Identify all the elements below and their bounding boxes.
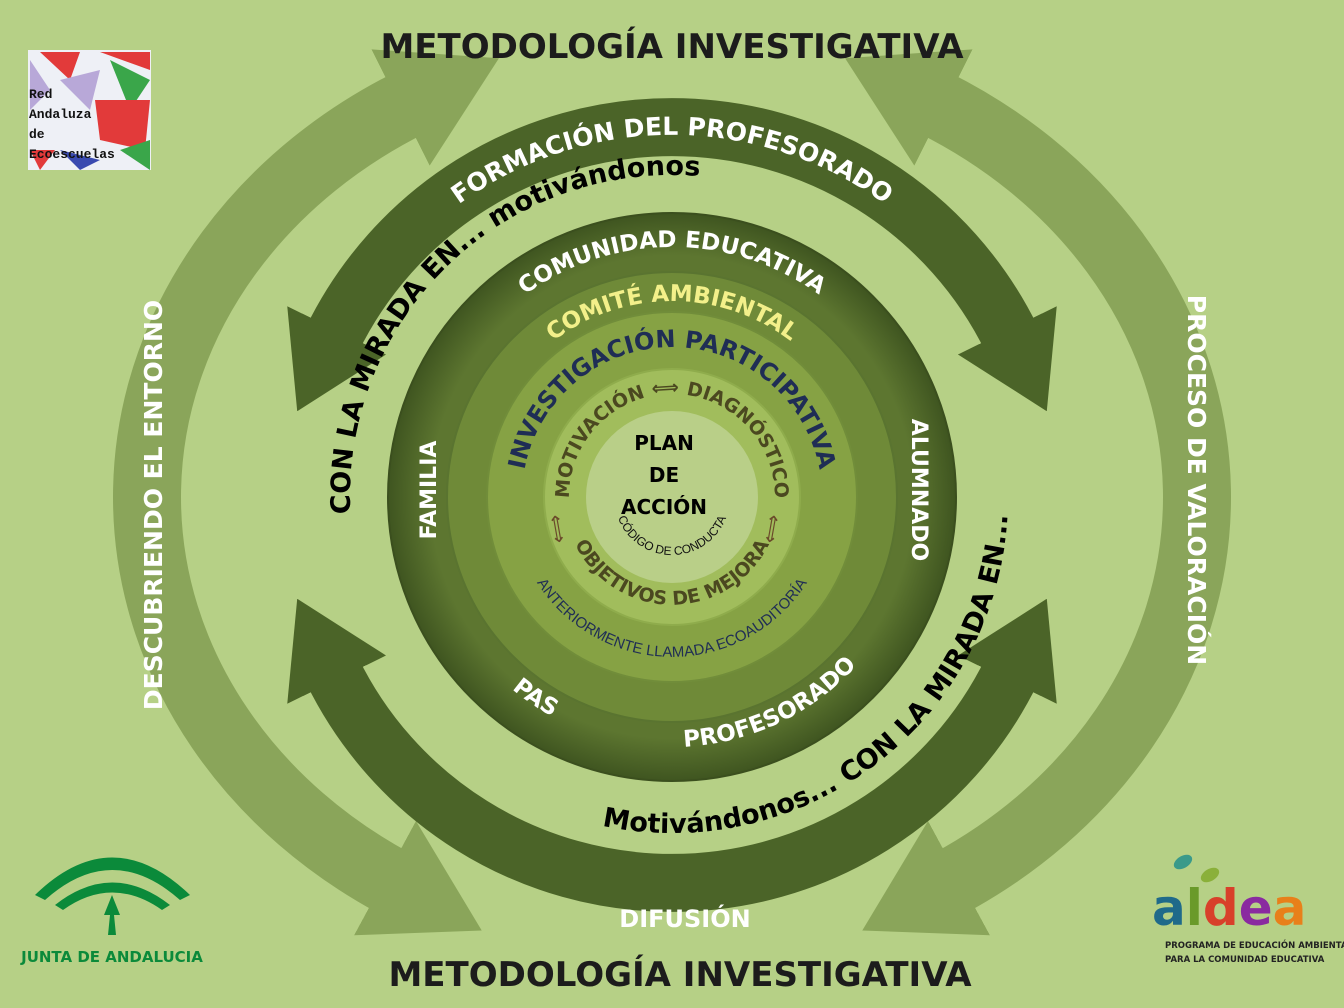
aldea-logo: aldea PROGRAMA DE EDUCACIÓN AMBIENTAL PA… [1152, 854, 1344, 965]
aldea-tagline-1: PROGRAMA DE EDUCACIÓN AMBIENTAL [1165, 939, 1344, 951]
outer-arrow-left [113, 49, 499, 936]
dark-arrow-bottom [287, 598, 1057, 912]
label-alumnado: ALUMNADO [906, 419, 931, 561]
plan-line2: DE [649, 463, 679, 487]
label-descubriendo: DESCUBRIENDO EL ENTORNO [139, 300, 168, 710]
double-arrow-icon-left: ⟺ [544, 513, 571, 545]
junta-logo: JUNTA DE ANDALUCIA [20, 857, 203, 966]
label-difusion: DIFUSIÓN [619, 903, 750, 933]
plan-line3: ACCIÓN [621, 495, 707, 519]
red-andaluza-line4: Ecoescuelas [29, 147, 115, 162]
label-familia: FAMILIA [417, 441, 442, 540]
double-arrow-icon-right: ⟺ [759, 513, 786, 545]
title-top: METODOLOGÍA INVESTIGATIVA [380, 26, 964, 67]
aldea-wordmark: aldea [1152, 879, 1306, 937]
plan-line1: PLAN [634, 431, 694, 455]
red-andaluza-line2: Andaluza [29, 107, 92, 122]
circle-plan [586, 411, 758, 583]
junta-text: JUNTA DE ANDALUCIA [20, 948, 203, 966]
red-andaluza-line3: de [29, 127, 45, 142]
red-andaluza-line1: Red [29, 87, 52, 102]
label-valoracion: PROCESO DE VALORACIÓN [1182, 295, 1212, 665]
outer-arrow-right [845, 49, 1231, 936]
title-bottom: METODOLOGÍA INVESTIGATIVA [388, 954, 972, 995]
red-andaluza-logo: Red Andaluza de Ecoescuelas [28, 50, 151, 170]
aldea-tagline-2: PARA LA COMUNIDAD EDUCATIVA [1165, 955, 1325, 965]
dark-arrow-top [287, 98, 1057, 412]
